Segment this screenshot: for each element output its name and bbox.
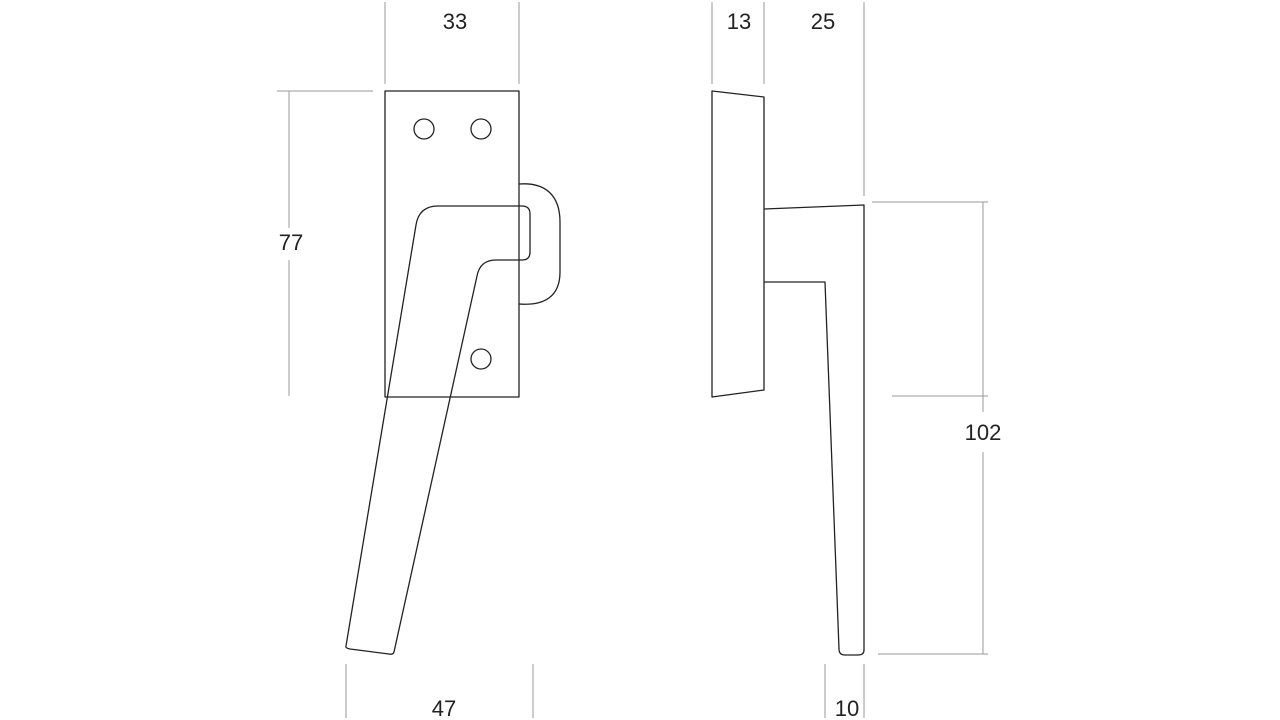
front-rose-plate [384,90,520,398]
side-handle-profile [763,204,865,656]
front-spindle-hub [518,183,561,305]
dim-front-rose-height: 77 [279,230,303,255]
screw-hole-bottom [470,348,492,370]
side-rose-profile [711,90,765,398]
dimension-lines [277,2,988,718]
dim-side-handle-length: 102 [965,420,1002,445]
screw-hole-top-left [413,118,435,140]
dim-side-handle-tip: 10 [835,696,859,720]
dim-side-rose-thickness: 13 [727,9,751,34]
screw-hole-top-right [470,118,492,140]
dim-front-handle-width: 47 [432,696,456,720]
dimension-labels: 33 77 47 13 25 102 10 [279,9,1002,720]
front-view [345,90,561,655]
dim-front-rose-width: 33 [443,9,467,34]
dim-side-projection: 25 [811,9,835,34]
side-view [711,90,865,656]
front-lever-handle [345,205,531,655]
